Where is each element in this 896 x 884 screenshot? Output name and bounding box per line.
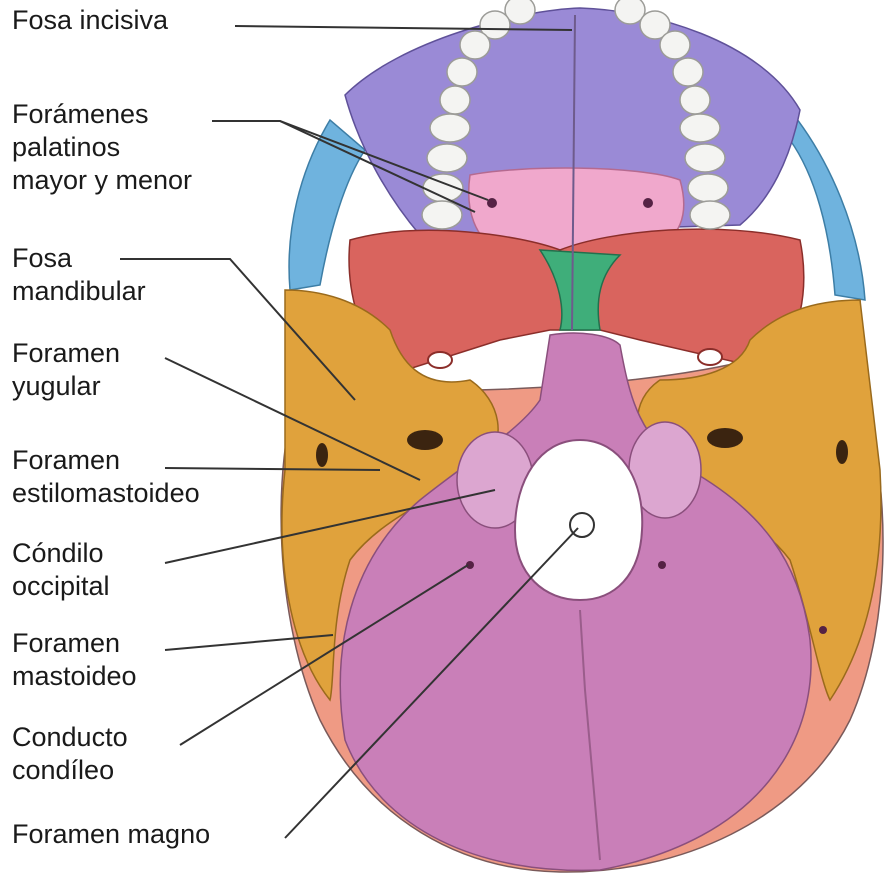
tooth	[688, 174, 728, 202]
label-foramen-mastoideo: Foramen mastoideo	[12, 627, 137, 693]
mastoid-process-foramen-left	[316, 443, 328, 467]
condylar-canal-right	[658, 561, 666, 569]
jugular-foramen-left	[407, 430, 443, 450]
mastoid-foramen-right	[819, 626, 827, 634]
tooth	[680, 114, 720, 142]
label-condilo-occipital: Cóndilo occipital	[12, 537, 110, 603]
tooth	[660, 31, 690, 59]
label-line: Cóndilo	[12, 537, 110, 570]
label-line: mandibular	[12, 275, 146, 308]
label-fosa-incisiva: Fosa incisiva	[12, 4, 168, 37]
label-fosa-mandibular: Fosa mandibular	[12, 242, 146, 308]
label-line: mastoideo	[12, 660, 137, 693]
label-line: mayor y menor	[12, 164, 192, 197]
label-line: Foramen	[12, 627, 137, 660]
tooth	[427, 144, 467, 172]
label-line: Foramen	[12, 444, 200, 477]
label-line: yugular	[12, 370, 120, 403]
greater-palatine-foramen-left	[487, 198, 497, 208]
label-line: estilomastoideo	[12, 477, 200, 510]
label-foramen-estilomastoideo: Foramen estilomastoideo	[12, 444, 200, 510]
tooth	[430, 114, 470, 142]
label-line: Foramen magno	[12, 818, 210, 851]
label-line: Foramen	[12, 337, 120, 370]
tooth	[422, 201, 462, 229]
tooth	[680, 86, 710, 114]
label-line: condíleo	[12, 754, 128, 787]
jugular-foramen-right	[707, 428, 743, 448]
label-foramen-yugular: Foramen yugular	[12, 337, 120, 403]
label-line: Forámenes	[12, 98, 192, 131]
tooth	[440, 86, 470, 114]
label-conducto-condileo: Conducto condíleo	[12, 721, 128, 787]
label-foramen-magno: Foramen magno	[12, 818, 210, 851]
tooth	[685, 144, 725, 172]
label-line: occipital	[12, 570, 110, 603]
tooth	[460, 31, 490, 59]
tooth	[690, 201, 730, 229]
foramen-ovale-right	[698, 349, 722, 365]
label-line: Conducto	[12, 721, 128, 754]
mastoid-process-foramen-right	[836, 440, 848, 464]
label-foramenes-palatinos: Forámenes palatinos mayor y menor	[12, 98, 192, 197]
label-line: Fosa	[12, 242, 146, 275]
tooth	[673, 58, 703, 86]
label-line: Fosa incisiva	[12, 4, 168, 37]
tooth	[447, 58, 477, 86]
foramen-ovale-left	[428, 352, 452, 368]
label-line: palatinos	[12, 131, 192, 164]
greater-palatine-foramen-right	[643, 198, 653, 208]
